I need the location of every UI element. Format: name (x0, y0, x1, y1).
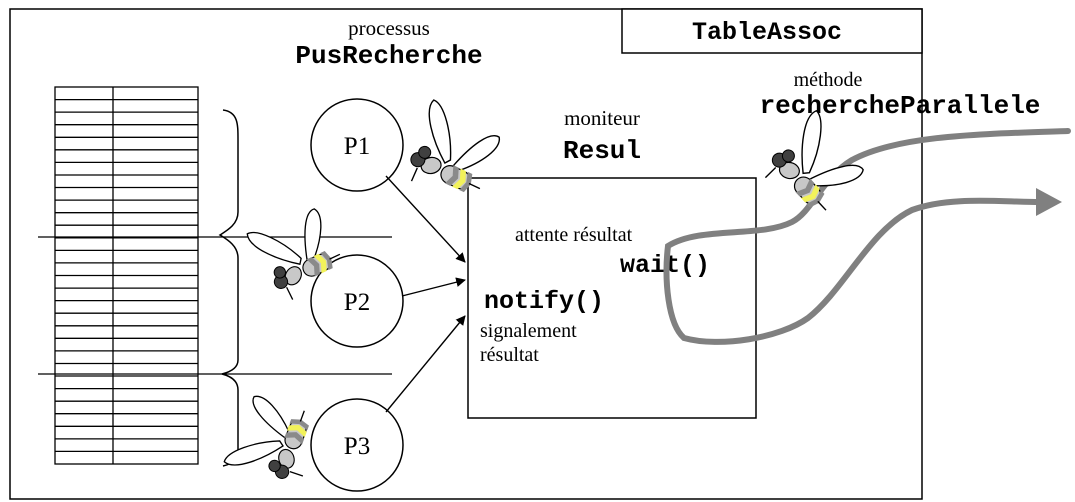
monitor-name: Resul (563, 136, 641, 166)
method-caption: méthode (794, 69, 863, 91)
process-label-p3: P3 (344, 433, 370, 460)
process-circle-p2 (310, 254, 404, 348)
notify-caption-line2: résultat (480, 344, 539, 366)
monitor-box (467, 177, 757, 419)
process-circle-p1 (310, 98, 404, 192)
process-circle-p3 (310, 398, 404, 492)
process-name: PusRecherche (295, 41, 482, 71)
thread-path-arrowhead (1036, 188, 1062, 216)
outer-frame (9, 8, 923, 500)
process-caption: processus (348, 16, 430, 40)
bee-thread-icon-p3 (209, 382, 329, 496)
process-label-p1: P1 (344, 133, 370, 160)
thread-path-incoming (663, 128, 1071, 345)
data-table (54, 86, 199, 465)
method-name: rechercheParallele (760, 91, 1041, 121)
wait-caption: attente résultat (515, 224, 633, 246)
monitor-caption: moniteur (564, 106, 640, 130)
notify-call: notify() (484, 287, 604, 316)
partition-braces (218, 109, 239, 467)
arrow-p3-to-monitor (385, 315, 466, 413)
notify-caption-line1: signalement (480, 320, 577, 342)
bee-thread-icon-method (759, 102, 874, 225)
class-name-label: TableAssoc (692, 18, 842, 47)
arrow-p1-to-monitor (385, 175, 466, 263)
process-label-p2: P2 (344, 289, 370, 316)
arrow-p2-to-monitor (401, 277, 466, 297)
class-name-box (621, 8, 923, 54)
